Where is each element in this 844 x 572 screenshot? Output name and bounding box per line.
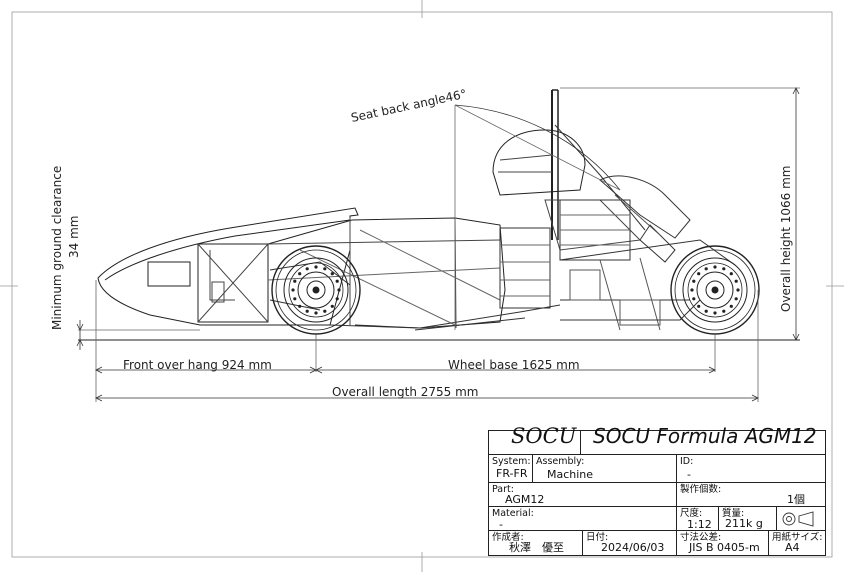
paper-value: A4: [785, 541, 800, 554]
wheel-bolt: [323, 267, 327, 271]
tolerance-value: JIS B 0405-m: [689, 541, 760, 554]
car-side-view: [97, 89, 736, 331]
tolerance-label: 寸法公差:: [680, 532, 722, 543]
brand-name: SOCU: [511, 424, 577, 448]
material-cell: Material: -: [489, 507, 677, 531]
part-label: Part:: [492, 484, 514, 495]
wheel-bolt: [330, 304, 334, 308]
date-label: 日付:: [586, 532, 609, 543]
id-cell: ID: -: [677, 455, 825, 483]
wheel-bolt: [697, 304, 701, 308]
id-label: ID:: [680, 456, 694, 467]
author-value: 秋澤 優至: [509, 541, 564, 554]
author-cell: 作成者: 秋澤 優至: [489, 531, 583, 555]
wheel-bolt: [298, 272, 302, 276]
drawing-title: SOCU Formula AGM12: [593, 424, 817, 448]
date-value: 2024/06/03: [601, 541, 665, 554]
scale-cell: 尺度: 1:12: [677, 507, 719, 531]
wheel-bolt: [734, 297, 738, 301]
wheel-bolt: [697, 272, 701, 276]
wheel-bolt: [305, 309, 309, 313]
part-cell: Part: AGM12: [489, 483, 677, 507]
projection-cell: [777, 507, 825, 531]
wheel-bolt: [692, 279, 696, 283]
rear-wheel: [670, 245, 760, 335]
overall-height-label: Overall height 1066 mm: [779, 166, 793, 313]
wheel-bolt: [736, 288, 740, 292]
wheel-bolt: [713, 265, 717, 269]
qty-value: 1個: [787, 493, 805, 506]
rear-wheel-bolts: [690, 265, 740, 315]
title-block: SOCU SOCU Formula AGM12 System: FR-FR As…: [488, 424, 826, 556]
assembly-value: Machine: [547, 468, 594, 481]
wheel-bolt: [314, 311, 318, 315]
wheel-bolt: [293, 297, 297, 301]
wheel-bolt: [722, 309, 726, 313]
seat-back-angle-label: Seat back angle46°: [350, 87, 468, 125]
system-value: FR-FR: [496, 467, 528, 480]
wheel-bolt: [729, 272, 733, 276]
paper-label: 用紙サイズ:: [772, 532, 823, 543]
date-cell: 日付: 2024/06/03: [583, 531, 677, 555]
wheel-bolt: [335, 297, 339, 301]
qty-cell: 製作個数: 1個: [677, 483, 825, 507]
wheel-bolt: [330, 272, 334, 276]
wheel-bolt: [722, 267, 726, 271]
mass-cell: 質量: 211k g: [719, 507, 777, 531]
wheel-bolt: [690, 288, 694, 292]
qty-label: 製作個数:: [680, 484, 722, 495]
wheel-bolt: [305, 267, 309, 271]
dimension-lines: [76, 87, 800, 402]
wheel-bolt: [692, 297, 696, 301]
system-cell: System: FR-FR: [489, 455, 533, 483]
author-label: 作成者:: [492, 532, 524, 543]
id-value: -: [687, 468, 691, 481]
wheel-bolt: [729, 304, 733, 308]
overall-length-label: Overall length 2755 mm: [332, 385, 479, 399]
assembly-cell: Assembly: Machine: [533, 455, 677, 483]
min-clearance-label-line2: 34 mm: [67, 216, 81, 258]
mass-value: 211k g: [725, 517, 763, 530]
part-value: AGM12: [505, 493, 545, 506]
min-clearance-label-line1: Minimum ground clearance: [50, 166, 64, 330]
scale-value: 1:12: [687, 518, 712, 531]
wheel-bolt: [704, 309, 708, 313]
front-wheel: [271, 245, 361, 335]
assembly-label: Assembly:: [536, 456, 585, 467]
wheel-bolt: [293, 279, 297, 283]
material-value: -: [499, 518, 503, 531]
material-label: Material:: [492, 508, 534, 519]
wheel-bolt: [335, 279, 339, 283]
brand-cell: SOCU: [489, 424, 581, 455]
wheel-bolt: [337, 288, 341, 292]
title-cell: SOCU Formula AGM12: [581, 424, 825, 455]
system-label: System:: [492, 456, 531, 467]
tolerance-cell: 寸法公差: JIS B 0405-m: [677, 531, 769, 555]
front-overhang-label: Front over hang 924 mm: [123, 358, 272, 372]
paper-cell: 用紙サイズ: A4: [769, 531, 825, 555]
mass-label: 質量:: [722, 508, 745, 519]
wheel-bolt: [713, 311, 717, 315]
wheel-base-label: Wheel base 1625 mm: [448, 358, 580, 372]
wheel-bolt: [704, 267, 708, 271]
front-wheel-bolts: [291, 265, 341, 315]
wheel-bolt: [314, 265, 318, 269]
wheel-bolt: [291, 288, 295, 292]
wheel-bolt: [323, 309, 327, 313]
scale-label: 尺度:: [680, 508, 703, 519]
wheel-bolt: [298, 304, 302, 308]
third-angle-projection-icon: [782, 511, 814, 527]
wheel-bolt: [734, 279, 738, 283]
